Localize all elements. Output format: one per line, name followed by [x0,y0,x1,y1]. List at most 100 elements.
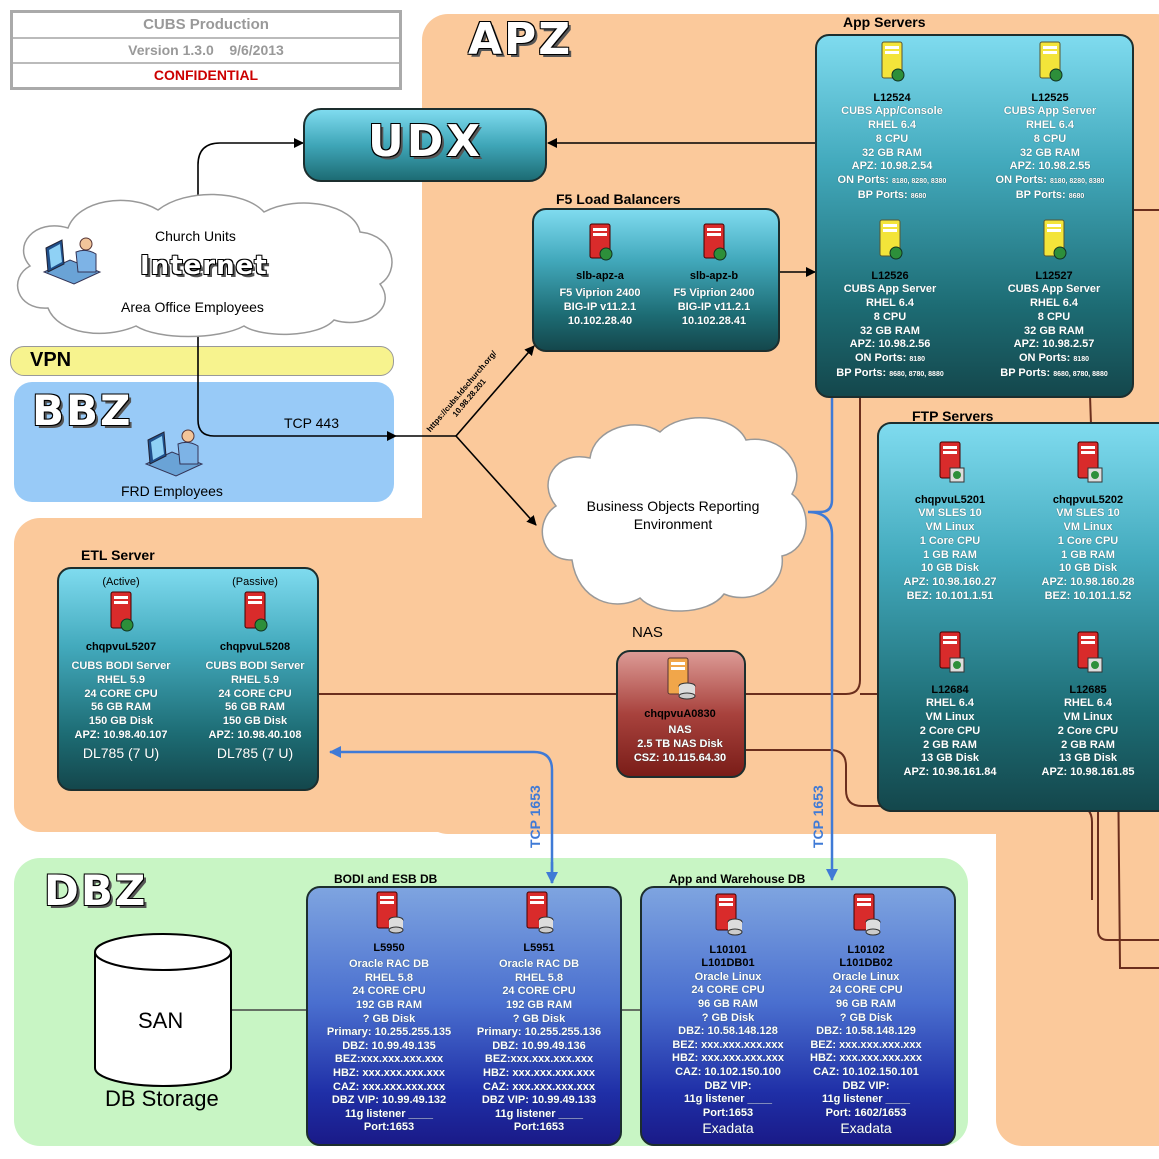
area-office-person-icon [42,237,102,285]
app-server-2-line-3: 8 CPU [1033,132,1067,145]
app-servers-box [815,34,1134,398]
nas-node[interactable]: chqpvuA0830 NAS 2.5 TB NAS Disk CSZ: 10.… [616,656,744,766]
app-server-2-line-5: APZ: 10.98.2.55 [1009,160,1091,173]
on-ports-value: 8180, 8280, 8380 [891,177,947,185]
ftp-server-2-line-3: 1 Core CPU [1057,534,1119,547]
udx-label: UDX [368,116,484,167]
bodi-db-node-2-line-3: 24 CORE CPU [502,985,576,998]
ftp-server-1-line-6: APZ: 10.98.160.27 [903,575,997,588]
tcp1653-left-label: TCP 1653 [527,785,543,848]
ftp-server-1[interactable]: chqpvuL5201 VM SLES 10 VM Linux 1 Core C… [884,440,1016,603]
app-db-node-1[interactable]: L10101 L101DB01 Oracle Linux 24 CORE CPU… [652,892,804,1136]
ftp-server-3-line-2: VM Linux [925,711,975,724]
f5-node-2-line-1: F5 Viprion 2400 [673,287,755,300]
app-server-1-line-2: RHEL 6.4 [867,119,917,132]
server-icon [1022,630,1154,681]
bp-ports-value: 8680 [1068,192,1085,200]
etl-server-2-name: chqpvuL5208 [219,641,291,654]
ftp-server-1-line-7: BEZ: 10.101.1.51 [906,589,994,602]
app-server-1-line-3: 8 CPU [875,132,909,145]
app-server-4[interactable]: L12527 CUBS App Server RHEL 6.4 8 CPU 32… [984,218,1124,381]
bodi-db-node-2-line-2: RHEL 5.8 [514,971,564,984]
nas-line-2: 2.5 TB NAS Disk [637,738,723,751]
bodi-db-node-1-line-9: HBZ: xxx.xxx.xxx.xxx [333,1066,445,1079]
app-server-1[interactable]: L12524 CUBS App/Console RHEL 6.4 8 CPU 3… [822,40,962,203]
f5-node-2-line-2: BIG-IP v11.2.1 [677,301,751,314]
on-ports-label: ON Ports: [837,173,889,186]
app-server-2-name: L12525 [1031,91,1069,104]
app-server-3[interactable]: L12526 CUBS App Server RHEL 6.4 8 CPU 32… [820,218,960,381]
bbz-zone-label: BBZ [32,386,133,435]
db-server-icon [652,892,804,941]
bodi-db-node-1-line-13: Port:1653 [363,1121,415,1134]
app-db-node-2-line-6: BEZ: xxx.xxx.xxx.xxx [810,1038,922,1051]
app-db-node-2[interactable]: L10102 L101DB02 Oracle Linux 24 CORE CPU… [790,892,942,1136]
area-office-label: Area Office Employees [121,299,264,315]
bodi-db-node-1-name: L5950 [373,941,405,954]
ftp-server-3[interactable]: L12684 RHEL 6.4 VM Linux 2 Core CPU 2 GB… [884,630,1016,780]
ftp-server-2[interactable]: chqpvuL5202 VM SLES 10 VM Linux 1 Core C… [1022,440,1154,603]
bodi-db-node-1-line-5: ? GB Disk [362,1012,416,1025]
bodi-db-title: BODI and ESB DB [334,872,438,886]
bodi-db-node-2-line-9: HBZ: xxx.xxx.xxx.xxx [483,1066,595,1079]
nas-box [616,650,746,778]
apz-zone-label: APZ [468,14,573,65]
vpn-label: VPN [30,349,72,371]
bodi-db-node-1[interactable]: L5950 Oracle RAC DB RHEL 5.8 24 CORE CPU… [316,890,462,1135]
app-server-2-line-1: CUBS App Server [1003,105,1097,118]
server-icon [984,218,1124,267]
f5-node-2[interactable]: slb-apz-b F5 Viprion 2400 BIG-IP v11.2.1… [660,222,768,329]
etl-server-1-line-6: APZ: 10.98.40.107 [74,728,168,741]
app-db-node-1-line-5: DBZ: 10.58.148.128 [678,1025,778,1038]
ftp-server-3-line-6: APZ: 10.98.161.84 [903,765,997,778]
app-server-3-line-4: 32 GB RAM [860,324,920,337]
bodi-db-node-2-line-10: CAZ: xxx.xxx.xxx.xxx [483,1080,595,1093]
app-server-3-on-ports: ON Ports: 8180 [820,352,960,367]
server-icon [660,222,768,267]
ftp-server-4[interactable]: L12685 RHEL 6.4 VM Linux 2 Core CPU 2 GB… [1022,630,1154,780]
app-server-2-line-2: RHEL 6.4 [1025,119,1075,132]
ftp-server-4-line-3: 2 Core CPU [1057,724,1119,737]
app-db-node-1-name: L10101 [709,943,747,956]
server-icon [980,40,1120,89]
app-server-4-name: L12527 [1035,269,1073,282]
app-db-node-2-line-1: Oracle Linux [832,970,900,983]
ftp-server-4-line-2: VM Linux [1063,711,1113,724]
ftp-server-1-line-5: 10 GB Disk [920,562,980,575]
ftp-server-4-name: L12685 [1069,683,1107,696]
app-db-node-2-line-2: 24 CORE CPU [829,984,903,997]
app-db-node-2-line-5: DBZ: 10.58.148.129 [816,1025,916,1038]
app-server-3-name: L12526 [871,269,909,282]
app-db-node-2-line-11: Port: 1602/1653 [825,1106,907,1119]
f5-node-1[interactable]: slb-apz-a F5 Viprion 2400 BIG-IP v11.2.1… [546,222,654,329]
bodi-db-node-2[interactable]: L5951 Oracle RAC DB RHEL 5.8 24 CORE CPU… [466,890,612,1135]
ftp-server-3-line-4: 2 GB RAM [923,738,977,751]
app-server-2-bp-ports: BP Ports: 8680 [980,189,1120,204]
etl-server-1[interactable]: (Active) chqpvuL5207 CUBS BODI Server RH… [60,576,182,762]
etl-server-2[interactable]: (Passive) chqpvuL5208 CUBS BODI Server R… [194,576,316,762]
ftp-server-3-line-1: RHEL 6.4 [925,697,975,710]
app-server-4-on-ports: ON Ports: 8180 [984,352,1124,367]
etl-server-1-line-4: 56 GB RAM [91,701,151,714]
app-db-node-1-line-2: 24 CORE CPU [691,984,765,997]
udx-box[interactable] [303,108,547,182]
app-server-1-on-ports: ON Ports: 8180, 8280, 8380 [822,174,962,189]
etl-server-2-line-5: 150 GB Disk [222,714,288,727]
bp-ports-value: 8680, 8780, 8880 [889,370,944,378]
app-server-3-line-3: 8 CPU [873,310,907,323]
bp-ports-label: BP Ports: [857,188,908,201]
bodi-db-node-1-line-10: CAZ: xxx.xxx.xxx.xxx [333,1080,445,1093]
app-db-node-2-model: Exadata [840,1120,892,1137]
on-ports-value: 8180 [909,355,925,363]
bodi-db-node-2-line-8: BEZ:xxx.xxx.xxx.xxx [484,1053,594,1066]
ftp-server-3-name: L12684 [931,683,969,696]
app-db-node-2-line-4: ? GB Disk [839,1011,893,1024]
app-server-1-bp-ports: BP Ports: 8680 [822,189,962,204]
f5-title: F5 Load Balancers [556,191,681,207]
ftp-server-2-line-2: VM Linux [1063,521,1113,534]
server-icon [822,40,962,89]
etl-title: ETL Server [81,547,155,563]
etl-server-2-role: (Passive) [232,576,278,588]
app-server-3-line-1: CUBS App Server [843,283,937,296]
app-server-2[interactable]: L12525 CUBS App Server RHEL 6.4 8 CPU 32… [980,40,1120,203]
